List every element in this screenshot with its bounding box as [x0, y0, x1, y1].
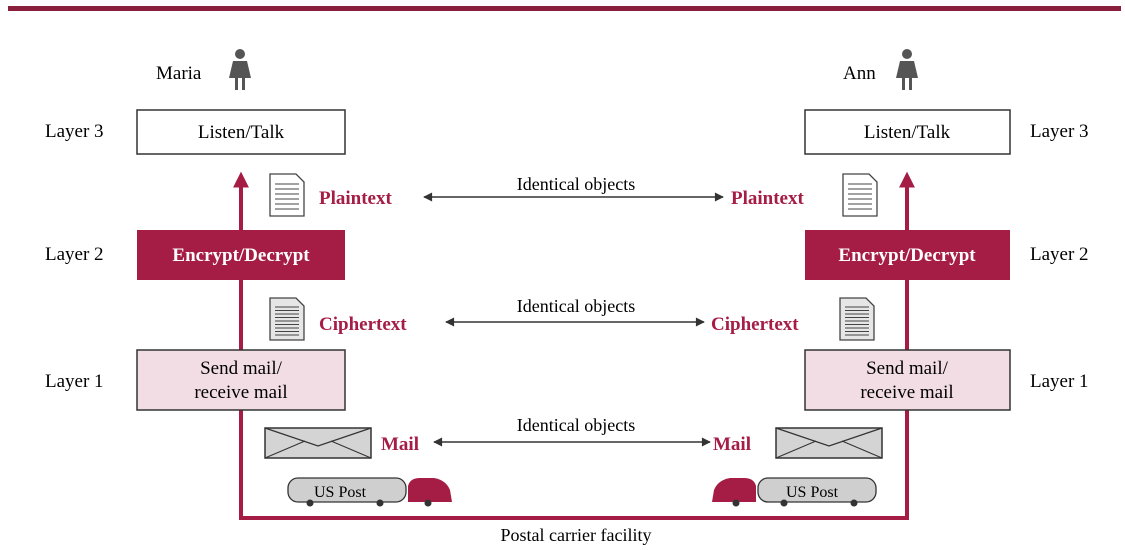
ciphertext-label-left: Ciphertext [319, 314, 407, 335]
encrypt-decrypt-label-right: Encrypt/Decrypt [838, 245, 976, 266]
layer2-label-right: Layer 2 [1030, 244, 1089, 265]
document-icon [842, 173, 878, 217]
plaintext-label-left: Plaintext [319, 188, 392, 209]
send-receive-line2-right: receive mail [860, 382, 953, 403]
envelope-icon [775, 427, 883, 459]
layer3-label-left: Layer 3 [45, 121, 104, 142]
layer2-label-left: Layer 2 [45, 244, 104, 265]
encrypt-decrypt-label-left: Encrypt/Decrypt [172, 245, 310, 266]
listen-talk-box-left [136, 109, 346, 155]
layer1-label-right: Layer 1 [1030, 371, 1089, 392]
plaintext-link-label: Identical objects [517, 174, 635, 194]
listen-talk-box-right [804, 109, 1011, 155]
encrypt-decrypt-box-left [137, 230, 345, 280]
envelope-icon [264, 427, 372, 459]
document-icon [269, 173, 305, 217]
layer1-label-left: Layer 1 [45, 371, 104, 392]
mail-link-label: Identical objects [517, 415, 635, 435]
send-receive-box-left [136, 349, 346, 411]
mail-label-right: Mail [713, 434, 751, 455]
truck-label-left: US Post [314, 484, 367, 501]
person-icon [896, 49, 918, 90]
listen-talk-label-right: Listen/Talk [864, 122, 951, 143]
send-receive-box-right [804, 349, 1011, 411]
encrypt-decrypt-box-right [805, 230, 1010, 280]
carrier-path [239, 350, 909, 520]
top-rule [8, 6, 1121, 11]
listen-talk-label-left: Listen/Talk [198, 122, 285, 143]
document-icon [839, 297, 875, 341]
send-receive-line1-right: Send mail/ [866, 358, 949, 379]
plaintext-label-right: Plaintext [731, 188, 804, 209]
person-icon [229, 49, 251, 90]
document-icon [269, 297, 305, 341]
person-name-maria: Maria [156, 63, 202, 84]
layer3-label-right: Layer 3 [1030, 121, 1089, 142]
postal-carrier-label: Postal carrier facility [501, 525, 652, 545]
ciphertext-link-label: Identical objects [517, 296, 635, 316]
mail-label-left: Mail [381, 434, 419, 455]
truck-label-right: US Post [786, 484, 839, 501]
send-receive-line1-left: Send mail/ [200, 358, 283, 379]
truck-icon [287, 477, 452, 507]
person-name-ann: Ann [843, 63, 876, 84]
send-receive-line2-left: receive mail [194, 382, 287, 403]
truck-icon [712, 477, 877, 507]
ciphertext-label-right: Ciphertext [711, 314, 799, 335]
